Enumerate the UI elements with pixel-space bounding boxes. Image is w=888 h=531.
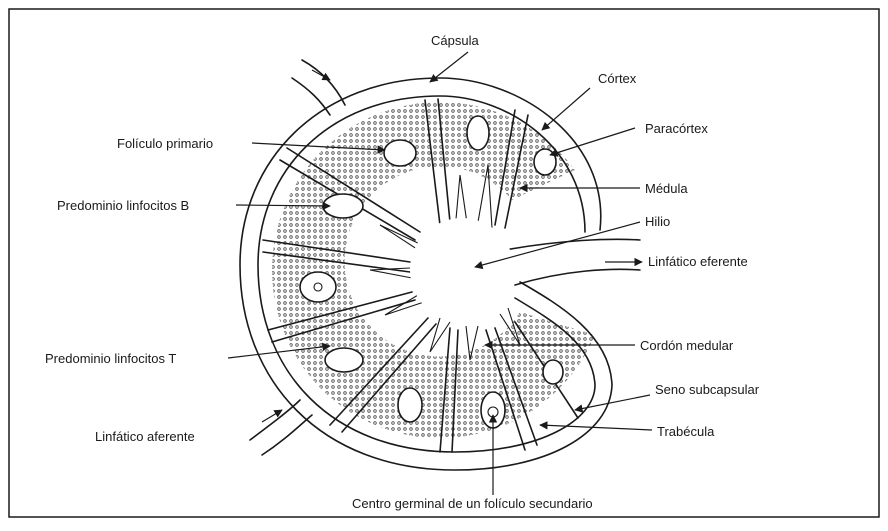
leader-trabecula xyxy=(540,425,652,430)
label-medula: Médula xyxy=(645,181,688,196)
label-capsula: Cápsula xyxy=(431,33,479,48)
afferent-vessel-bottom xyxy=(250,400,300,440)
label-seno-subcapsular: Seno subcapsular xyxy=(655,382,760,397)
label-foliculo-primario: Folículo primario xyxy=(117,136,213,151)
afferent-arrow-top xyxy=(312,70,330,80)
label-linfatico-aferente: Linfático aferente xyxy=(95,429,195,444)
afferent-vessel-top xyxy=(302,60,345,105)
leader-seno xyxy=(575,395,650,410)
afferent-vessel-bottom-2 xyxy=(262,415,312,455)
leader-cortex xyxy=(542,88,590,130)
label-linfatico-eferente: Linfático eferente xyxy=(648,254,748,269)
leader-paracortex xyxy=(550,128,635,155)
label-cortex: Córtex xyxy=(598,71,637,86)
label-trabecula: Trabécula xyxy=(657,424,715,439)
label-centro-germinal: Centro germinal de un folículo secundari… xyxy=(352,496,593,511)
hilum-line-lower xyxy=(515,269,640,285)
label-cordon-medular: Cordón medular xyxy=(640,338,734,353)
label-predominio-t: Predominio linfocitos T xyxy=(45,351,176,366)
label-paracortex: Paracórtex xyxy=(645,121,708,136)
label-hilio: Hilio xyxy=(645,214,670,229)
medulla-center xyxy=(410,218,514,322)
afferent-arrow-bottom xyxy=(262,410,282,422)
label-predominio-b: Predominio linfocitos B xyxy=(57,198,189,213)
